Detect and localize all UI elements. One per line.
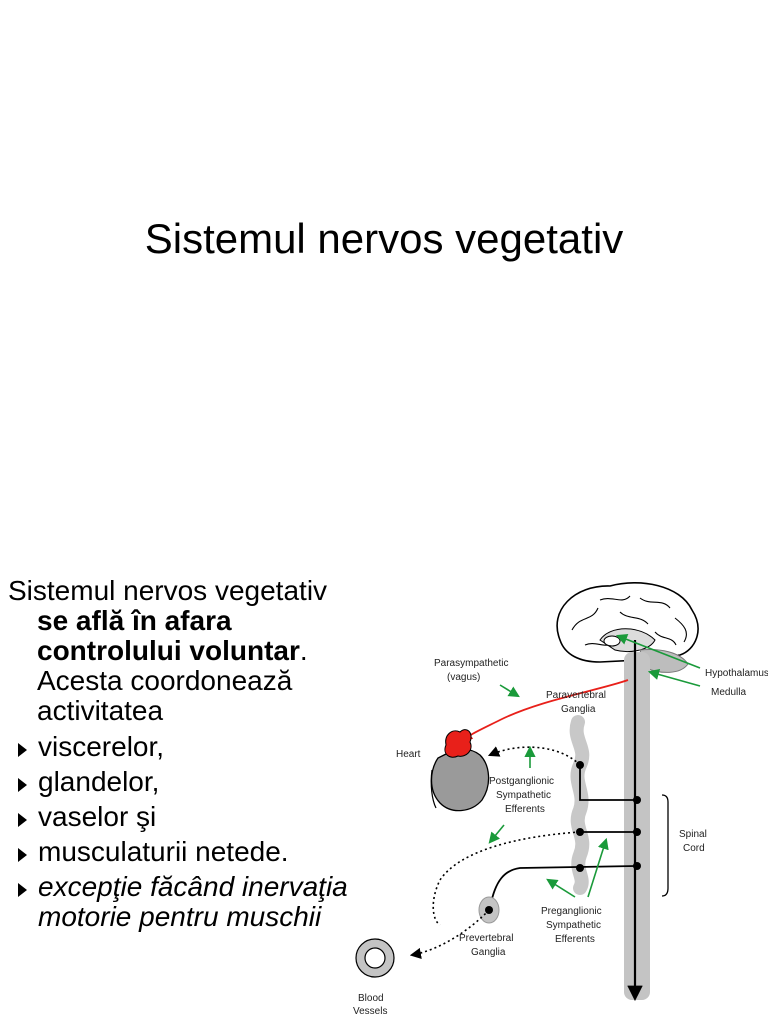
label-post-sympathetic: Sympathetic (496, 790, 551, 801)
intro-end: . Acesta coordonează activitatea (37, 635, 308, 726)
label-pre-efferents: Efferents (555, 934, 595, 945)
heart-icon (430, 729, 490, 812)
label-vessels: Vessels (353, 1006, 387, 1017)
label-paravertebral: Paravertebral (546, 690, 606, 701)
label-arrows (488, 634, 701, 898)
intro-start: Sistemul nervos vegetativ (8, 575, 328, 606)
label-prevertebral-ganglia: Ganglia (471, 947, 506, 958)
label-paravertebral-ganglia: Ganglia (561, 704, 596, 715)
spinal-cord (624, 652, 650, 1000)
label-medulla: Medulla (711, 687, 746, 698)
bullet-arrow-icon (18, 743, 27, 757)
paravertebral-ganglia-chain (569, 715, 590, 895)
label-postganglionic: Postganglionic (489, 776, 554, 787)
label-heart: Heart (396, 749, 421, 760)
bullet-item: musculaturii netede. (8, 837, 353, 867)
bullet-item: vaselor şi (8, 802, 353, 832)
label-pre-sympathetic: Sympathetic (546, 920, 601, 931)
bullet-text: excepţie făcând inervaţia motorie pentru… (38, 871, 348, 932)
label-spinal: Spinal (679, 829, 707, 840)
diagram-labels: Parasympathetic (vagus) Hypothalamus Med… (353, 658, 768, 1017)
bullet-arrow-icon (18, 778, 27, 792)
label-cord: Cord (683, 843, 705, 854)
slide-title: Sistemul nervos vegetativ (144, 215, 624, 262)
bullet-arrow-icon (18, 813, 27, 827)
bullet-text: vaselor şi (38, 801, 157, 832)
blood-vessel-icon (355, 938, 395, 978)
bullet-item: excepţie făcând inervaţia motorie pentru… (8, 872, 353, 932)
intro-bold: se află în afara controlului voluntar (37, 605, 300, 666)
intro-paragraph: Sistemul nervos vegetativ se află în afa… (8, 576, 353, 726)
label-parasympathetic: Parasympathetic (434, 658, 508, 669)
bullet-arrow-icon (18, 883, 27, 897)
label-prevertebral: Prevertebral (459, 933, 513, 944)
bullet-text: musculaturii netede. (38, 836, 289, 867)
bullet-list: viscerelor, glandelor, vaselor şi muscul… (8, 732, 353, 932)
label-vagus: (vagus) (447, 672, 480, 683)
label-blood: Blood (358, 993, 384, 1004)
slide-body: Sistemul nervos vegetativ se află în afa… (8, 576, 353, 937)
label-preganglionic: Preganglionic (541, 906, 602, 917)
bullet-text: viscerelor, (38, 731, 165, 762)
bullet-item: viscerelor, (8, 732, 353, 762)
label-post-efferents: Efferents (505, 804, 545, 815)
bullet-arrow-icon (18, 848, 27, 862)
bullet-text: glandelor, (38, 766, 160, 797)
bullet-item: glandelor, (8, 767, 353, 797)
label-hypothalamus: Hypothalamus (705, 668, 768, 679)
nervous-system-diagram: Parasympathetic (vagus) Hypothalamus Med… (353, 582, 768, 1017)
